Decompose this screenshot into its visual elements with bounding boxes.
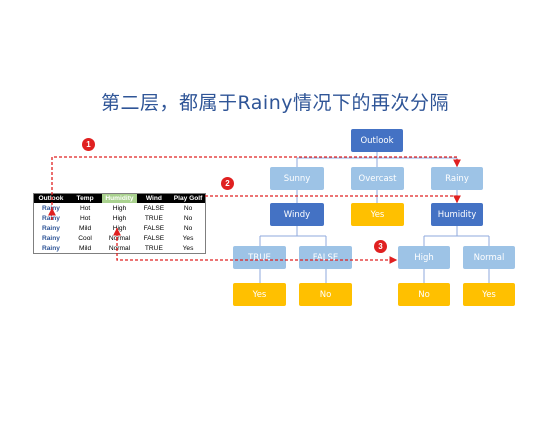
node-humidity-high: High — [398, 246, 450, 269]
node-humidity: Humidity — [431, 203, 483, 226]
cell-temp: Hot — [67, 203, 103, 213]
cell-play-golf: No — [171, 203, 206, 213]
node-rainy: Rainy — [431, 167, 483, 190]
cell-outlook: Rainy — [33, 233, 68, 243]
cell-play-golf: Yes — [171, 233, 206, 243]
cell-humidity: High — [102, 213, 137, 223]
header-outlook: Outlook — [33, 193, 68, 203]
node-overcast: Overcast — [351, 167, 404, 190]
header-wind: Wind — [136, 193, 172, 203]
node-outlook: Outlook — [351, 129, 403, 152]
table-header-row: Outlook Temp Humidity Wind Play Golf — [33, 193, 206, 203]
table-row: Rainy Hot High TRUE No — [33, 213, 206, 223]
header-humidity: Humidity — [102, 193, 137, 203]
cell-wind: FALSE — [136, 223, 172, 233]
cell-wind: TRUE — [136, 243, 172, 254]
marker-1: 1 — [82, 138, 95, 151]
marker-2: 2 — [221, 177, 234, 190]
leaf-true-yes: Yes — [233, 283, 286, 306]
node-humidity-normal: Normal — [463, 246, 515, 269]
cell-wind: FALSE — [136, 203, 172, 213]
node-overcast-yes: Yes — [351, 203, 404, 226]
cell-outlook: Rainy — [33, 223, 68, 233]
cell-temp: Cool — [67, 233, 103, 243]
table-row: Rainy Cool Normal FALSE Yes — [33, 233, 206, 243]
cell-play-golf: Yes — [171, 243, 206, 254]
node-windy-true: TRUE — [233, 246, 286, 269]
leaf-false-no: No — [299, 283, 352, 306]
cell-wind: TRUE — [136, 213, 172, 223]
node-sunny: Sunny — [270, 167, 324, 190]
leaf-normal-yes: Yes — [463, 283, 515, 306]
cell-humidity: Normal — [102, 243, 137, 254]
cell-temp: Mild — [67, 223, 103, 233]
node-windy: Windy — [270, 203, 324, 226]
cell-play-golf: No — [171, 223, 206, 233]
leaf-high-no: No — [398, 283, 450, 306]
cell-outlook: Rainy — [33, 213, 68, 223]
cell-humidity: High — [102, 203, 137, 213]
cell-play-golf: No — [171, 213, 206, 223]
cell-temp: Mild — [67, 243, 103, 254]
table-row: Rainy Mild Normal TRUE Yes — [33, 243, 206, 254]
header-play-golf: Play Golf — [171, 193, 206, 203]
cell-temp: Hot — [67, 213, 103, 223]
node-windy-false: FALSE — [299, 246, 352, 269]
slide-title: 第二层，都属于Rainy情况下的再次分隔 — [101, 92, 449, 114]
arrow-1-path — [51, 156, 461, 220]
marker-3: 3 — [374, 240, 387, 253]
cell-humidity: Normal — [102, 233, 137, 243]
cell-wind: FALSE — [136, 233, 172, 243]
arrow-3-path — [116, 228, 398, 264]
arrow-2-path — [205, 195, 461, 204]
cell-outlook: Rainy — [33, 243, 68, 254]
rainy-data-table: Outlook Temp Humidity Wind Play Golf Rai… — [33, 193, 206, 254]
header-temp: Temp — [67, 193, 103, 203]
